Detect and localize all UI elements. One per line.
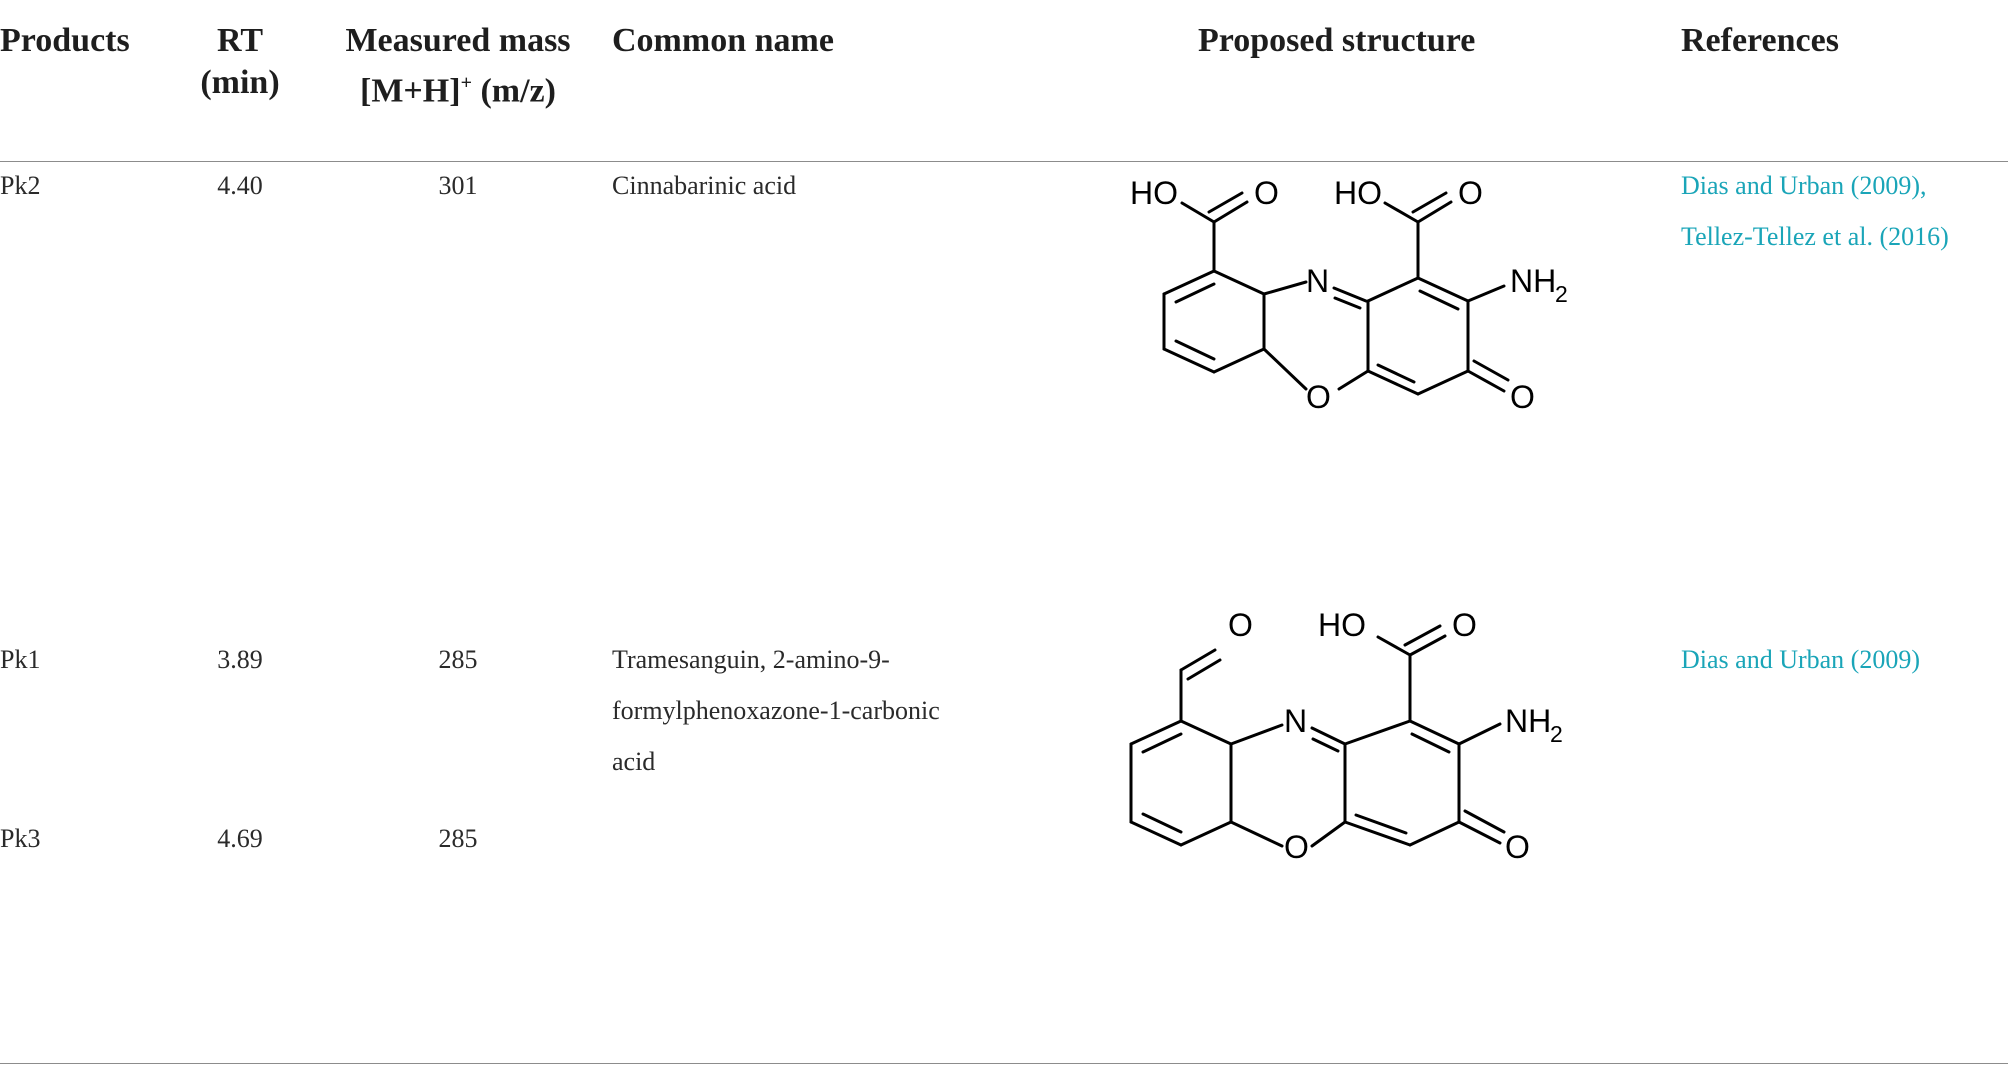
structure2-label-ho: HO [1318, 607, 1366, 643]
structure1-label-nh-sub: 2 [1555, 281, 1568, 307]
row-pk2-reference-line1[interactable]: Dias and Urban (2009), [1681, 171, 1927, 200]
row-pk1-rt: 3.89 [217, 645, 263, 674]
row-pk1-name-line3: acid [612, 747, 656, 776]
row-pk1-common-name: Tramesanguin, 2-amino-9- formylphenoxazo… [612, 634, 940, 787]
row-pk2-reference[interactable]: Dias and Urban (2009), Tellez-Tellez et … [1681, 160, 1949, 262]
structure1-label-ring-o: O [1306, 379, 1331, 415]
bottom-rule [0, 1063, 2008, 1064]
row-pk3-mass: 285 [438, 824, 478, 853]
structure2-label-keto-o: O [1505, 829, 1530, 865]
header-mass-line1: Measured mass [345, 22, 571, 59]
structure2-label-nh-sub: 2 [1550, 721, 1563, 747]
row-pk2-rt: 4.40 [217, 171, 263, 200]
header-rt: RT (min) [180, 20, 300, 104]
row-pk1-reference[interactable]: Dias and Urban (2009) [1681, 645, 1920, 674]
header-mass-unit: (m/z) [471, 72, 556, 110]
structure2-label-acid-o: O [1452, 607, 1477, 643]
structure2-label-ring-o: O [1284, 829, 1309, 865]
header-mass-line2: [M+H]+ (m/z) [330, 62, 586, 112]
row-pk1-mass: 285 [438, 645, 478, 674]
row-pk2-product: Pk2 [0, 171, 41, 200]
structure1-label-nh: NH [1510, 263, 1556, 299]
header-measured-mass: Measured mass [M+H]+ (m/z) [330, 20, 586, 112]
header-common-name: Common name [612, 22, 834, 59]
structure1-label-keto-o: O [1510, 379, 1535, 415]
row-pk2-common-name: Cinnabarinic acid [612, 171, 797, 200]
structure1-label-n: N [1306, 263, 1329, 299]
row-pk3-product: Pk3 [0, 824, 41, 853]
row-pk3-rt: 4.69 [217, 824, 263, 853]
structure2-label-aldehyde-o: O [1228, 607, 1253, 643]
header-proposed-structure: Proposed structure [1198, 22, 1476, 59]
row-pk1-name-line1: Tramesanguin, 2-amino-9- [612, 645, 890, 674]
header-mass-charge: + [460, 72, 472, 94]
header-references: References [1681, 22, 1839, 59]
row-pk2-reference-line2[interactable]: Tellez-Tellez et al. (2016) [1681, 222, 1949, 251]
structure1-label-ho-right: HO [1334, 175, 1382, 211]
row-pk2-mass: 301 [438, 171, 478, 200]
row-pk1-product: Pk1 [0, 645, 41, 674]
header-mass-ion: [M+H] [360, 72, 461, 110]
header-products: Products [0, 22, 130, 59]
row-pk1-name-line2: formylphenoxazone-1-carbonic [612, 696, 940, 725]
structure1-label-ho-left: HO [1130, 175, 1178, 211]
structure2-label-nh: NH [1505, 703, 1551, 739]
structure1-label-o-left: O [1254, 175, 1279, 211]
structure-tramesanguin: O HO O N NH 2 O O [1129, 607, 1563, 865]
header-rt-line1: RT [216, 22, 264, 59]
structure1-label-o-right: O [1458, 175, 1483, 211]
structure2-label-n: N [1284, 703, 1307, 739]
header-rule [0, 161, 2008, 162]
structure-cinnabarinic-acid: HO O HO O N NH 2 O O [1130, 175, 1568, 415]
header-rt-line2: (min) [200, 64, 280, 101]
